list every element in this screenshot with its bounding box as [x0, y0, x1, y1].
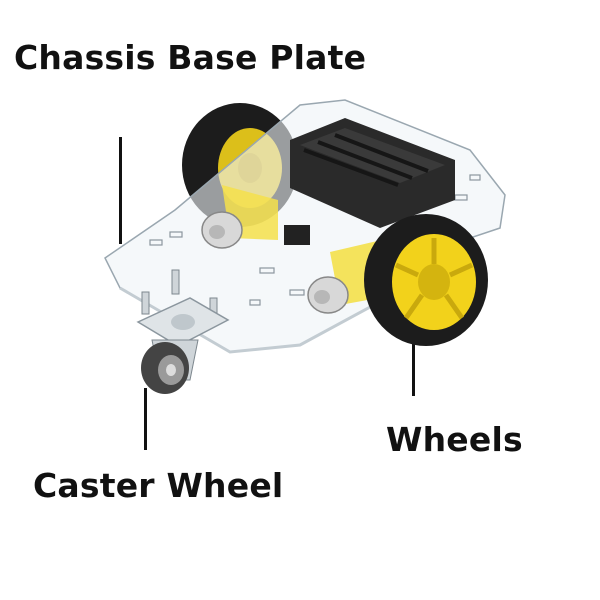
front-wheel	[364, 214, 488, 346]
caster-leader-line	[144, 388, 147, 450]
battery-holder	[290, 118, 455, 228]
chassis-leader-line	[119, 137, 122, 244]
wheels-leader-line	[412, 336, 415, 396]
caster-wheel	[136, 297, 230, 394]
wheels-label: Wheels	[386, 420, 523, 459]
caster-wheel-label: Caster Wheel	[33, 466, 284, 505]
left-motor	[201, 185, 278, 249]
chassis-base-plate-label: Chassis Base Plate	[14, 38, 367, 77]
power-switch	[284, 225, 310, 245]
